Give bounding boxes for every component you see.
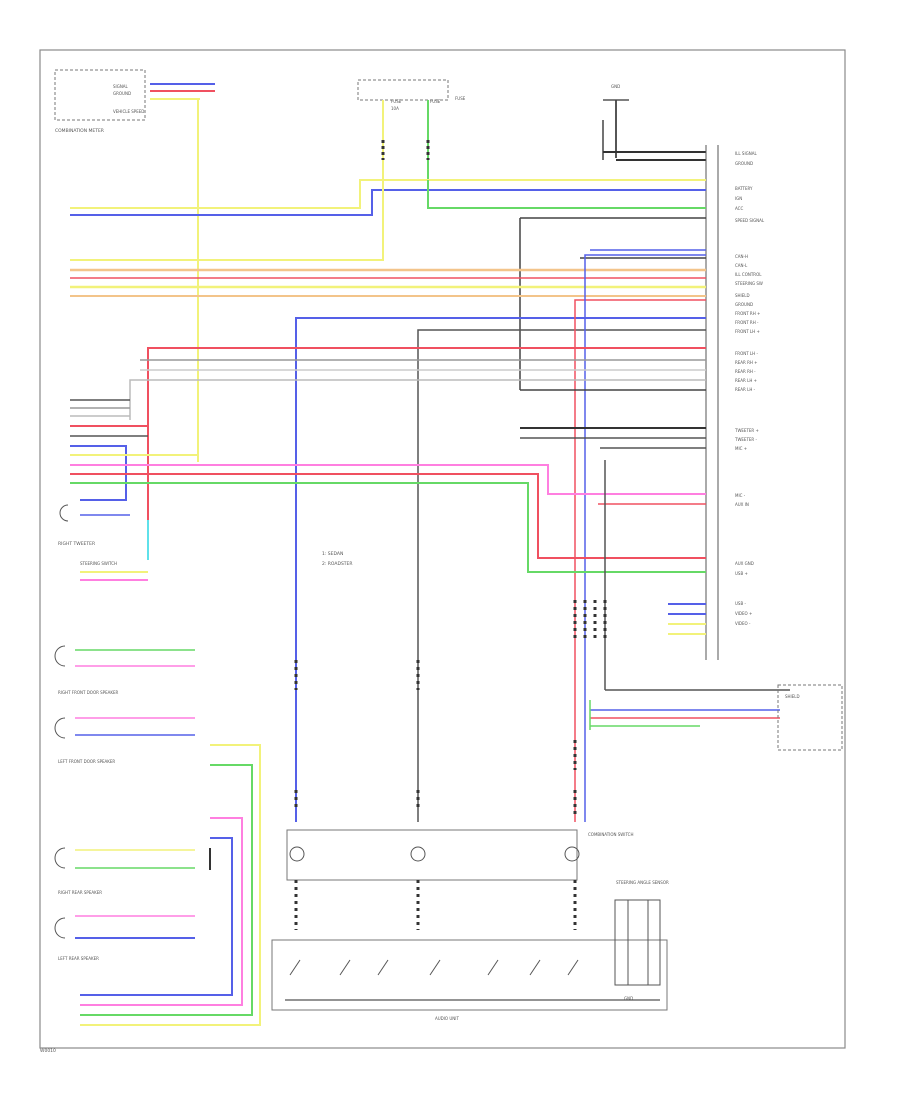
right-front-door-speaker: RIGHT FRONT DOOR SPEAKER xyxy=(54,645,195,695)
fuse-label: FUSE xyxy=(391,99,402,104)
left-front-door-speaker: LEFT FRONT DOOR SPEAKER xyxy=(54,717,195,764)
ground-label: GND xyxy=(624,996,633,1001)
combination-switch-box xyxy=(286,829,578,881)
pin-label: IGN xyxy=(735,196,742,201)
steering-angle-sensor: STEERING ANGLE SENSOR GND xyxy=(614,880,669,1001)
pin-label: TWEETER + xyxy=(734,428,759,433)
pin-label: GROUND xyxy=(735,161,753,166)
right-lower-wires xyxy=(573,460,790,730)
combination-switch: COMBINATION SWITCH xyxy=(286,660,633,930)
pin-label: SHIELD xyxy=(735,293,750,298)
fuse-label: FUSE xyxy=(455,96,466,101)
audio-unit-bottom: AUDIO UNIT xyxy=(271,939,668,1021)
audio-unit-connector: ILL SIGNAL GROUND BATTERY IGN ACC SPEED … xyxy=(705,145,765,660)
bottom-left-feeders xyxy=(80,744,261,1026)
component-label: AUDIO UNIT xyxy=(435,1016,459,1021)
left-rear-speaker: LEFT REAR SPEAKER xyxy=(54,915,195,961)
steering-switch: STEERING SWITCH xyxy=(80,520,149,581)
pin-label: FRONT LH + xyxy=(735,329,760,334)
top-wire-bundle xyxy=(70,179,706,390)
diagram-frame xyxy=(39,49,846,1049)
fuse-box xyxy=(357,79,449,101)
ground-symbol: GND xyxy=(602,84,629,160)
pin-label: FRONT LH - xyxy=(735,351,758,356)
right-rear-speaker: RIGHT REAR SPEAKER xyxy=(54,847,195,895)
combination-meter-box xyxy=(54,69,146,121)
pin-label: MIC - xyxy=(735,493,746,498)
ground-label: GND xyxy=(611,84,620,89)
pin-label: ILL SIGNAL xyxy=(735,151,757,156)
pin-label: SPEED SIGNAL xyxy=(735,218,765,223)
pin-label: CAN-L xyxy=(735,263,748,268)
right-tweeter: RIGHT TWEETER xyxy=(58,504,130,547)
fuse-label: FUSE xyxy=(430,99,441,104)
audio-unit-box xyxy=(271,939,668,1011)
pin-label: FRONT RH + xyxy=(735,311,760,316)
combination-meter: SIGNAL GROUND VEHICLE SPEED COMBINATION … xyxy=(54,69,215,134)
pin-label: MIC + xyxy=(735,446,747,451)
pin-label: VIDEO - xyxy=(735,621,751,626)
component-label: STEERING ANGLE SENSOR xyxy=(616,880,669,885)
pin-label: REAR RH + xyxy=(735,360,758,365)
legend-item: 1: SEDAN xyxy=(322,551,343,557)
left-connector-lines xyxy=(70,399,706,573)
meter-pin-label: SIGNAL xyxy=(113,84,129,89)
pin-label: FRONT RH - xyxy=(735,320,759,325)
shield-box xyxy=(777,684,843,751)
component-label: RIGHT REAR SPEAKER xyxy=(58,890,102,895)
component-label: RIGHT TWEETER xyxy=(58,541,95,547)
pin-label: GROUND xyxy=(735,302,753,307)
component-label: LEFT REAR SPEAKER xyxy=(58,956,99,961)
component-label: RIGHT FRONT DOOR SPEAKER xyxy=(58,690,119,695)
pin-label: ACC xyxy=(735,206,743,211)
page-code: W0010 xyxy=(40,1048,56,1054)
pin-label: AUX IN xyxy=(735,502,749,507)
pin-label: BATTERY xyxy=(735,186,753,191)
pin-label: AUX GND xyxy=(735,561,754,566)
component-label: LEFT FRONT DOOR SPEAKER xyxy=(58,759,115,764)
meter-pin-label: GROUND xyxy=(113,91,131,96)
pin-label: REAR LH + xyxy=(735,378,757,383)
component-label: STEERING SWITCH xyxy=(80,561,117,566)
meter-pin-label: VEHICLE SPEED xyxy=(113,109,144,114)
component-label: COMBINATION SWITCH xyxy=(588,832,633,837)
fuse-block: FUSE FUSE FUSE 10A xyxy=(357,79,466,180)
pin-label: REAR RH - xyxy=(735,369,756,374)
pin-label: STEERING SW xyxy=(735,281,763,286)
fuse-amp-label: 10A xyxy=(391,106,399,111)
pin-label: TWEETER - xyxy=(734,437,757,442)
pin-label: ILL CONTROL xyxy=(735,272,762,277)
shield-label: SHIELD xyxy=(785,694,800,699)
legend-item: 2: ROADSTER xyxy=(322,561,353,567)
pin-label: USB + xyxy=(735,571,748,576)
pin-label: CAN-H xyxy=(735,254,748,259)
pin-label: REAR LH - xyxy=(735,387,756,392)
pin-label: VIDEO + xyxy=(735,611,752,616)
pin-label: USB - xyxy=(735,601,746,606)
component-label: COMBINATION METER xyxy=(55,128,104,134)
middle-wire-bundle xyxy=(129,254,706,822)
